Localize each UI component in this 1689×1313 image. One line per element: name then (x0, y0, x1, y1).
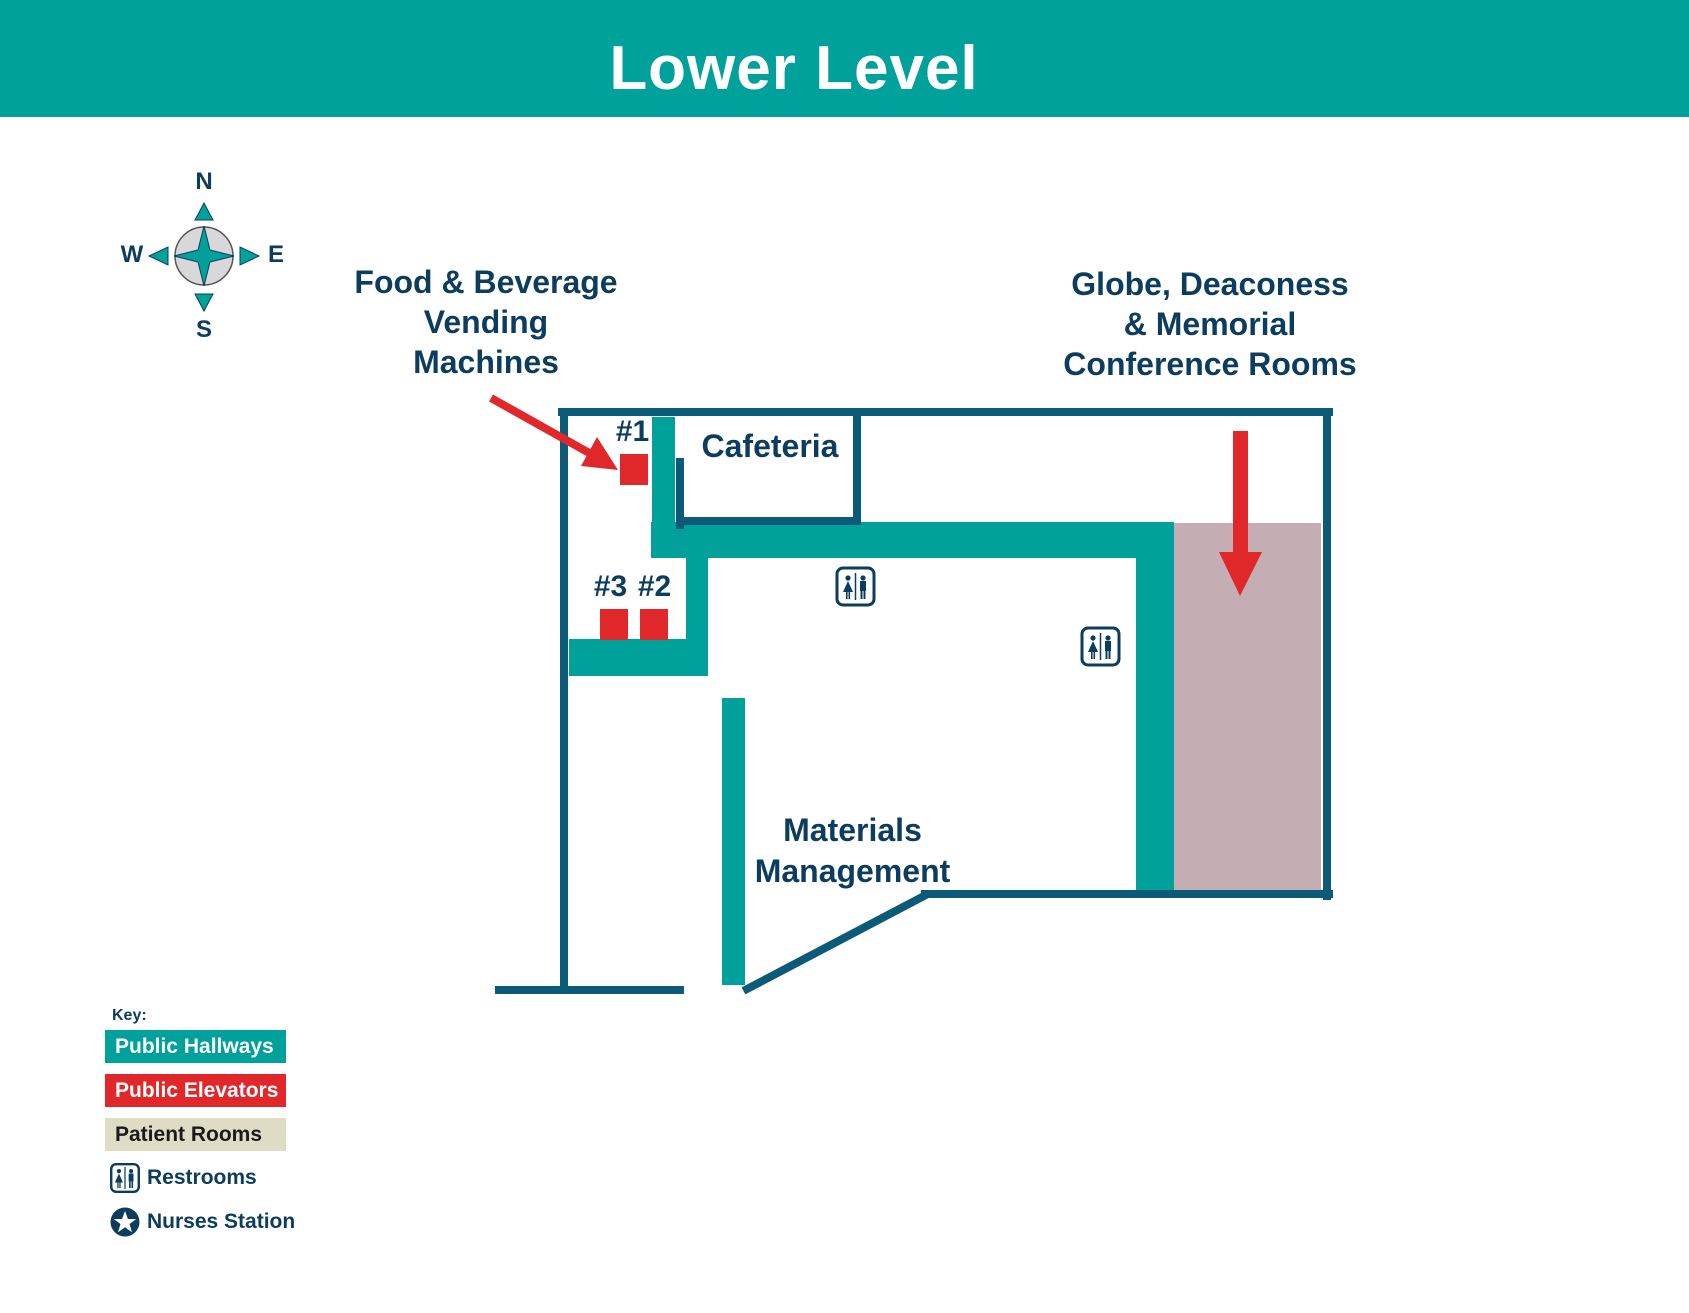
key-restrooms-label: Restrooms (147, 1166, 257, 1189)
compass-north-label: N (195, 168, 213, 195)
restroom-icon (1080, 626, 1121, 667)
vending-machines-label: Food & Beverage Vending Machines (354, 264, 618, 380)
elevator-2 (640, 609, 668, 640)
elevator-1-label: #1 (615, 415, 650, 448)
hallway-east-vertical (1136, 522, 1174, 890)
public-elevators (600, 454, 668, 640)
hallway-south-vertical (722, 698, 745, 985)
vending-arrow (489, 394, 618, 470)
key-restrooms: Restrooms (110, 1163, 257, 1193)
key-nurses-station-label: Nurses Station (147, 1210, 296, 1233)
hallway-north-vertical (652, 417, 675, 528)
elevator-3-label: #3 (593, 570, 628, 603)
key-title: Key: (112, 1007, 147, 1024)
compass-south-label: S (195, 316, 212, 343)
restroom-icon (835, 566, 876, 607)
conference-rooms-label: Globe, Deaconess & Memorial Conference R… (1063, 266, 1357, 382)
elevator-3 (600, 609, 628, 640)
key-patient-rooms: Patient Rooms (105, 1118, 286, 1151)
key-public-hallways: Public Hallways (105, 1030, 286, 1063)
elevator-2-label: #2 (637, 570, 672, 603)
compass-east-label: E (267, 241, 284, 268)
compass-west-label: W (120, 241, 144, 268)
header-bar (0, 0, 1689, 117)
page-title: Lower Level (609, 34, 979, 103)
building-walls (495, 408, 1333, 995)
conference-rooms-area (1173, 523, 1321, 890)
hallway-west-horizontal (569, 639, 708, 676)
conference-arrow (1219, 431, 1262, 596)
wall-diagonal (741, 890, 930, 995)
star-icon (110, 1207, 140, 1237)
hallway-main-horizontal (651, 522, 1174, 558)
elevator-1 (620, 454, 648, 485)
key-public-elevators: Public Elevators (105, 1074, 286, 1107)
public-hallways (569, 417, 1174, 985)
materials-management-label: Materials Management (754, 812, 951, 889)
compass-rose-icon (147, 201, 261, 313)
cafeteria-label: Cafeteria (701, 428, 839, 464)
key-nurses-station: Nurses Station (110, 1207, 295, 1237)
restroom-icon (110, 1163, 140, 1193)
